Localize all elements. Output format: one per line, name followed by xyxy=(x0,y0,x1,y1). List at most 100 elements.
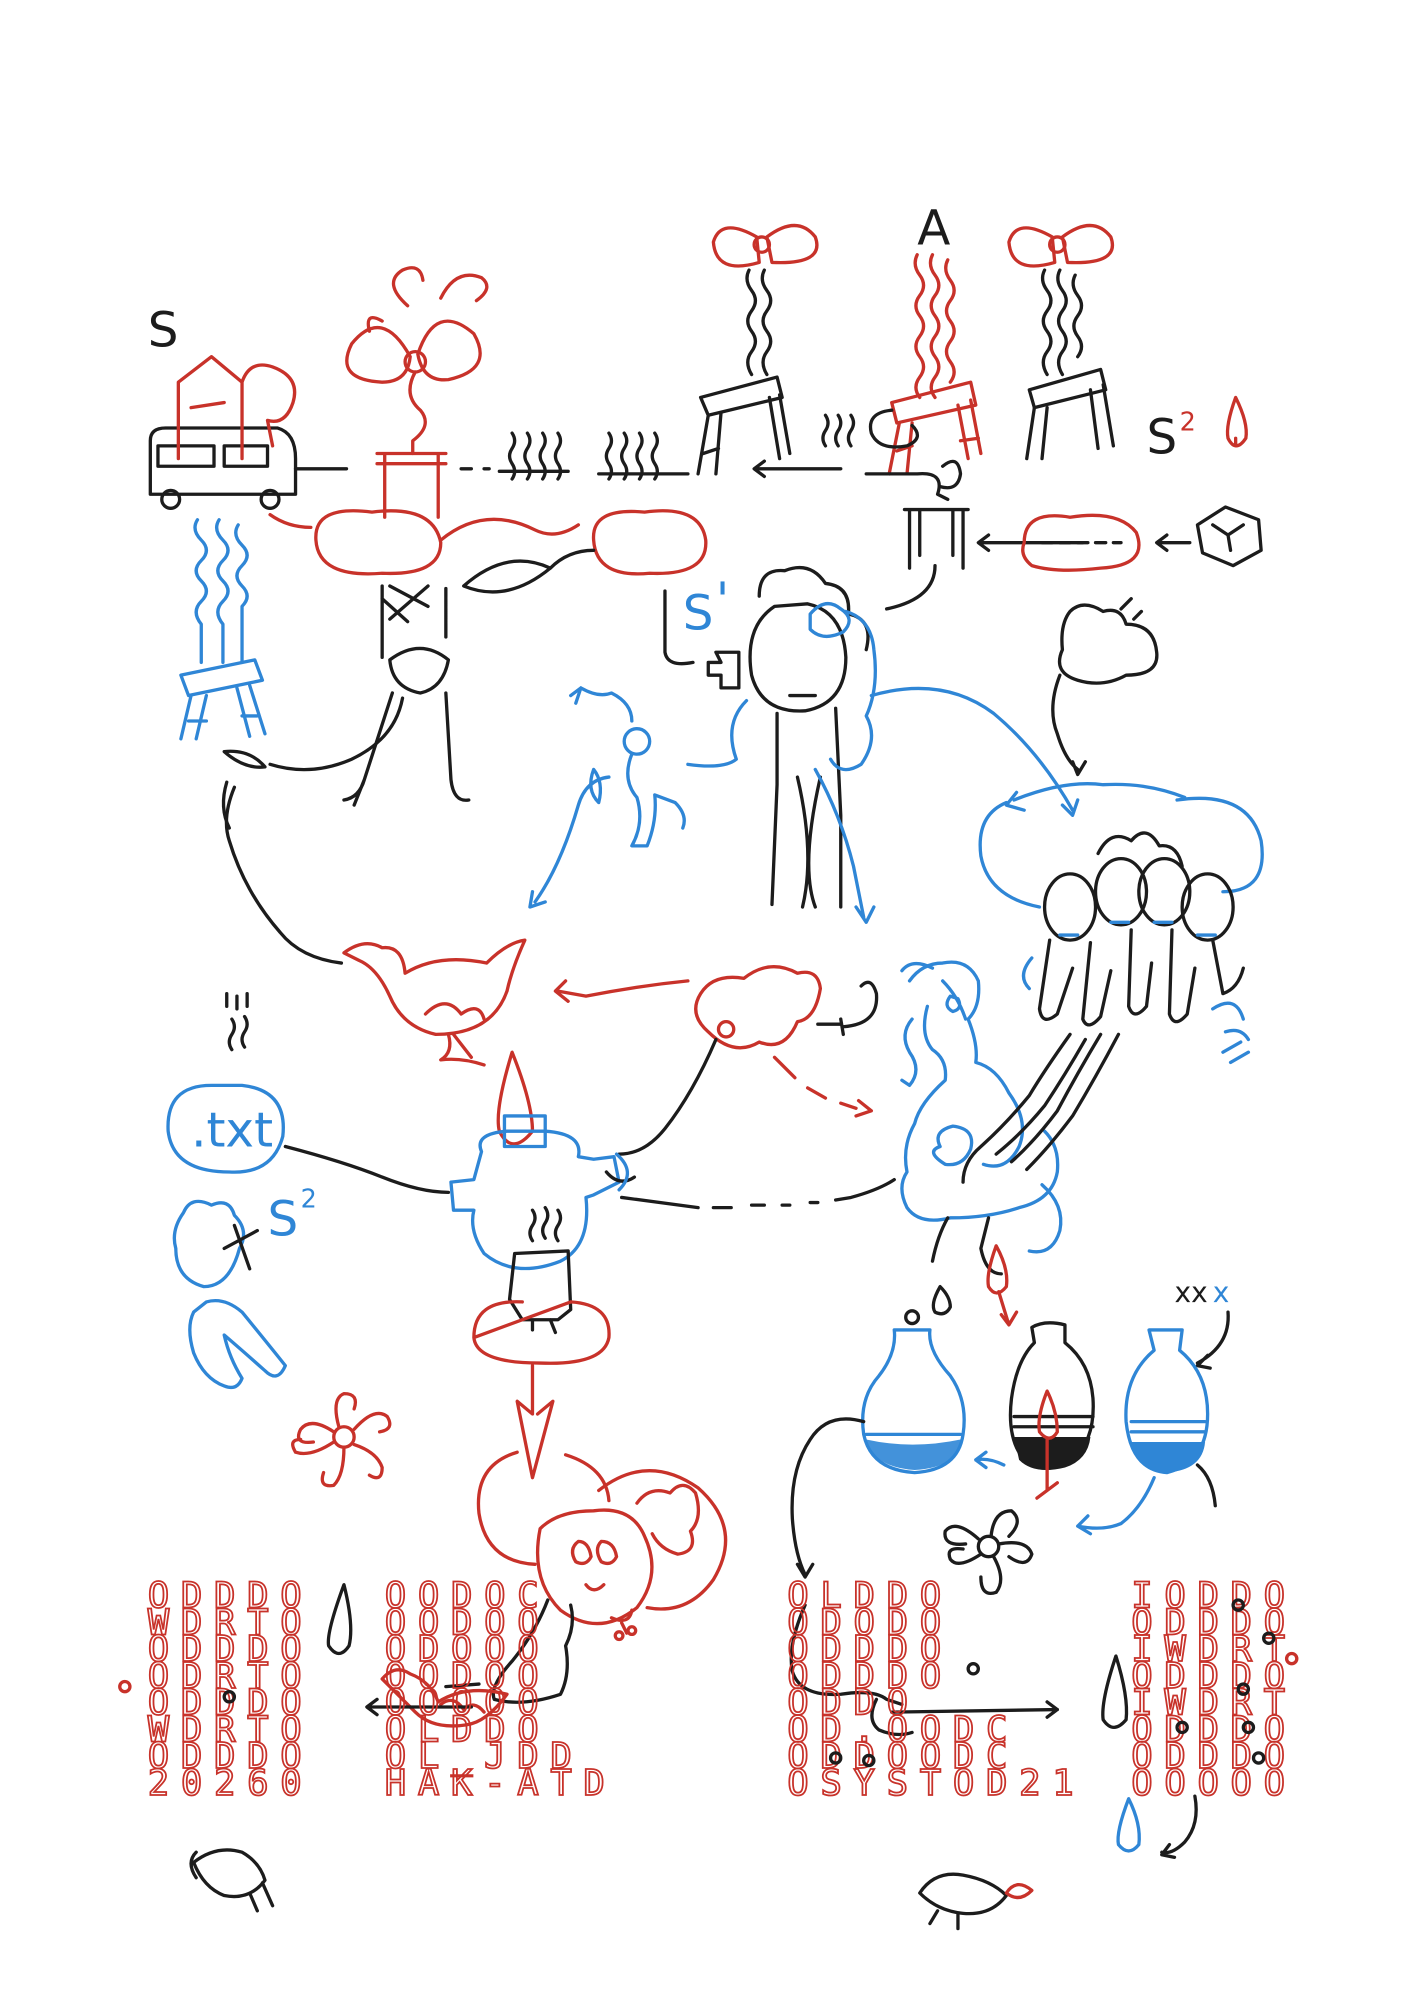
red-ring-center xyxy=(472,1300,611,1365)
grid-letter: D xyxy=(953,1709,974,1750)
black-arrow-bottom xyxy=(1160,1794,1198,1859)
line-to-table xyxy=(864,471,950,502)
grid-letter: O xyxy=(920,1709,941,1750)
grid-letter: W xyxy=(1164,1629,1186,1670)
grid-letter: D xyxy=(1231,1576,1252,1617)
grid-letter: O xyxy=(1131,1736,1152,1777)
grid-letter: D xyxy=(820,1709,841,1750)
grid-letter: O xyxy=(385,1736,406,1777)
red-pill-mid xyxy=(591,509,708,576)
grid-letter: O xyxy=(280,1709,301,1750)
grid-letter: D xyxy=(181,1709,202,1750)
grid-letter: D xyxy=(247,1629,268,1670)
red-pill-left xyxy=(314,509,443,576)
label-xxx-blue: x xyxy=(1213,1276,1230,1309)
grid-letter: D xyxy=(1164,1736,1185,1777)
grid-letter: R xyxy=(214,1602,236,1643)
grid-letter: O xyxy=(920,1576,941,1617)
grid-letter: D xyxy=(820,1683,841,1724)
black-box-center xyxy=(507,1249,573,1335)
grid-letter: O xyxy=(418,1576,439,1617)
grid-letter: J xyxy=(484,1736,505,1777)
grid-letter: R xyxy=(214,1656,236,1697)
grid-letter: O xyxy=(1264,1709,1285,1750)
grid-letter: D xyxy=(451,1576,472,1617)
grid-letter: O xyxy=(1131,1602,1152,1643)
grid-letter: D xyxy=(853,1656,874,1697)
grid-letter: O xyxy=(920,1602,941,1643)
grid-letter: D xyxy=(1197,1576,1218,1617)
grid-letter: W xyxy=(1164,1683,1186,1724)
grid-letter: D xyxy=(214,1629,235,1670)
blue-cloud-heads-group xyxy=(978,597,1264,1065)
grid-letter: D xyxy=(484,1709,505,1750)
grid-letter: D xyxy=(1197,1683,1218,1724)
grid-letter: O xyxy=(148,1629,169,1670)
grid-letter: T xyxy=(550,1763,571,1804)
label-txt: .txt xyxy=(191,1102,273,1158)
label-xxx-black: xx xyxy=(1175,1276,1208,1309)
grid-letter: O xyxy=(385,1629,406,1670)
grid-letter: D xyxy=(181,1736,202,1777)
red-plant-on-stool xyxy=(345,266,489,519)
grid-letter: O xyxy=(280,1683,301,1724)
grid-letter: L xyxy=(418,1709,439,1750)
waves-group-1 xyxy=(497,431,570,481)
label-s-squared-left: S xyxy=(268,1192,299,1248)
grid-letter: S xyxy=(887,1763,908,1804)
grid-letter: D xyxy=(247,1683,268,1724)
grid-letter: D xyxy=(517,1736,538,1777)
label-a: A xyxy=(917,201,950,257)
black-arrow-bottom-right xyxy=(890,1700,1059,1719)
blue-hydrant-center xyxy=(449,1114,637,1271)
van-with-house xyxy=(148,355,349,510)
black-drop-right xyxy=(1101,1654,1129,1730)
red-arc-mid xyxy=(439,517,580,542)
grid-letter: O xyxy=(920,1629,941,1670)
grid-letter: L xyxy=(820,1576,841,1617)
grid-letter: 6 xyxy=(247,1763,268,1804)
red-bird-left xyxy=(342,938,527,1067)
grid-letter: D xyxy=(181,1576,202,1617)
grid-letter: O xyxy=(1264,1763,1285,1804)
waves-group-2 xyxy=(597,431,690,481)
grid-letter: O xyxy=(787,1763,808,1804)
grid-letter: . xyxy=(853,1709,874,1750)
grid-letter: D xyxy=(820,1602,841,1643)
vase-middle-black xyxy=(1008,1321,1095,1500)
black-critter-left xyxy=(189,1848,275,1913)
label-s-prime-mark: ' xyxy=(716,573,729,629)
black-line-vase-down xyxy=(790,1417,866,1579)
grid-letter: O xyxy=(787,1629,808,1670)
grid-letter: T xyxy=(920,1763,941,1804)
grid-letter: D xyxy=(853,1683,874,1724)
grid-letter: D xyxy=(451,1656,472,1697)
grid-letter: R xyxy=(1231,1629,1253,1670)
head-figure-center xyxy=(706,566,877,924)
grid-letter: R xyxy=(214,1709,236,1750)
grid-letter: O xyxy=(148,1656,169,1697)
grid-letter: O xyxy=(484,1602,505,1643)
red-blob-center xyxy=(553,965,879,1118)
grid-letter: D xyxy=(1164,1656,1185,1697)
blue-arrow-vase xyxy=(974,1450,1006,1470)
grid-letter: O xyxy=(385,1602,406,1643)
hydrant-waves xyxy=(528,1205,563,1243)
hexagon-y xyxy=(1195,505,1263,568)
standing-figure-left xyxy=(222,584,471,807)
black-foot-curl xyxy=(870,1697,914,1737)
grid-letter: D xyxy=(887,1629,908,1670)
grid-letter: D xyxy=(986,1763,1007,1804)
arrow-left-top xyxy=(752,459,843,479)
grid-letter: D xyxy=(887,1576,908,1617)
grid-letter: O xyxy=(1131,1709,1152,1750)
black-line-left-down xyxy=(224,785,344,965)
grid-letter: D xyxy=(1197,1736,1218,1777)
grid-letter: D xyxy=(181,1683,202,1724)
label-s-squared-top-exp: 2 xyxy=(1180,408,1196,438)
grid-letter: O xyxy=(280,1656,301,1697)
black-flower-right xyxy=(943,1509,1034,1595)
grid-letter: 1 xyxy=(1052,1763,1073,1804)
grid-letter: O xyxy=(385,1683,406,1724)
grid-letter: D xyxy=(820,1629,841,1670)
